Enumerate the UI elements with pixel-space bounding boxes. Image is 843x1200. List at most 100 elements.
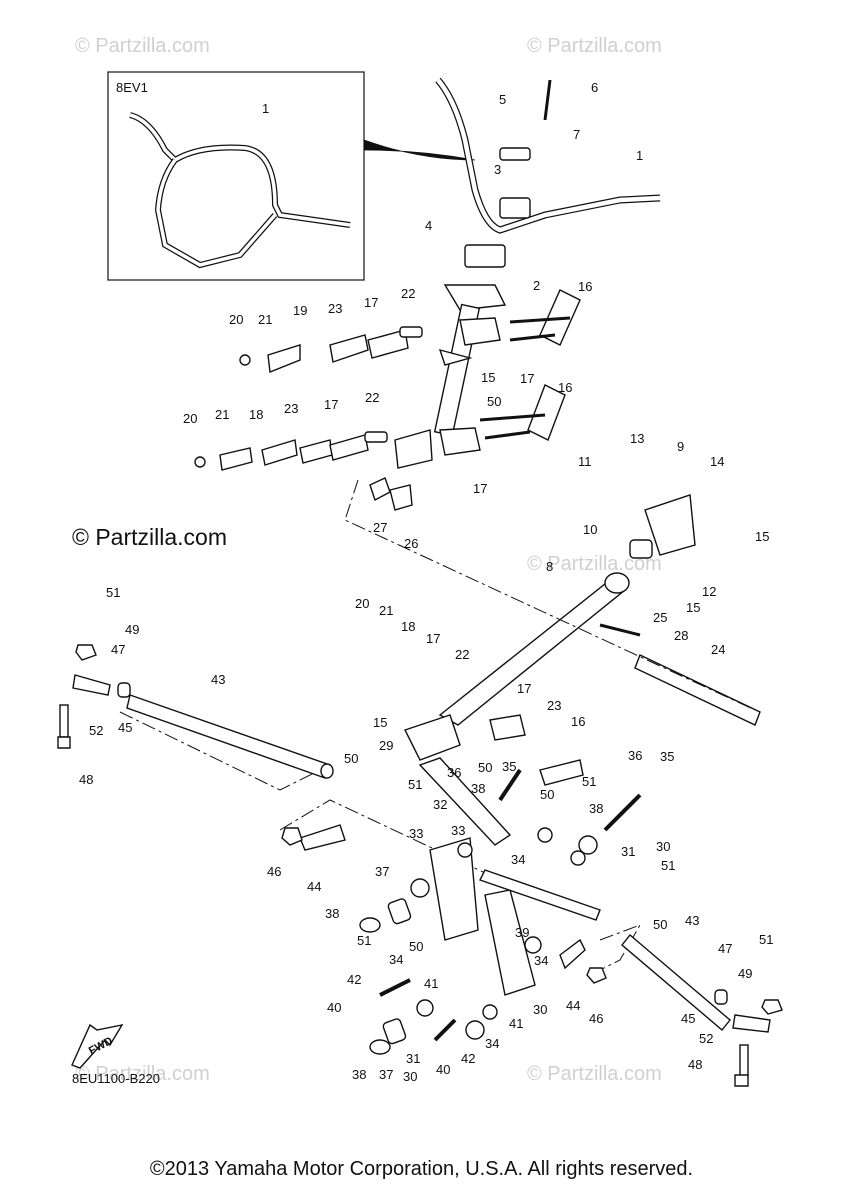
callout-30: 30 <box>656 839 670 854</box>
callout-42: 42 <box>347 972 361 987</box>
callout-34: 34 <box>534 953 548 968</box>
callout-38: 38 <box>325 906 339 921</box>
clamps <box>464 79 552 268</box>
callout-5: 5 <box>499 92 506 107</box>
callout-50: 50 <box>344 751 358 766</box>
callout-41: 41 <box>424 976 438 991</box>
watermark-text: © Partzilla.com <box>527 1063 662 1085</box>
callout-23: 23 <box>284 401 298 416</box>
callout-18: 18 <box>249 407 263 422</box>
callout-34: 34 <box>389 952 403 967</box>
callout-23: 23 <box>328 301 342 316</box>
inset-label: 8EV1 <box>116 80 148 95</box>
callout-33: 33 <box>409 826 423 841</box>
callout-44: 44 <box>307 879 321 894</box>
watermark-text: © Partzilla.com <box>527 553 662 575</box>
callout-18: 18 <box>401 619 415 634</box>
callout-14: 14 <box>710 454 724 469</box>
callout-48: 48 <box>688 1057 702 1072</box>
callout-47: 47 <box>111 642 125 657</box>
callout-47: 47 <box>718 941 732 956</box>
callout-17: 17 <box>473 481 487 496</box>
watermark-text: © Partzilla.com <box>527 35 662 57</box>
main-shaft <box>438 494 761 726</box>
callout-17: 17 <box>520 371 534 386</box>
watermark-text: © Partzilla.com <box>75 35 210 57</box>
callout-4: 4 <box>425 218 432 233</box>
callout-10: 10 <box>583 522 597 537</box>
callout-31: 31 <box>621 844 635 859</box>
callout-28: 28 <box>674 628 688 643</box>
callout-15: 15 <box>686 600 700 615</box>
callout-34: 34 <box>511 852 525 867</box>
callout-30: 30 <box>403 1069 417 1084</box>
callout-50: 50 <box>487 394 501 409</box>
callout-52: 52 <box>699 1031 713 1046</box>
callout-17: 17 <box>364 295 378 310</box>
callout-50: 50 <box>409 939 423 954</box>
callout-8: 8 <box>546 559 553 574</box>
callout-22: 22 <box>455 647 469 662</box>
callout-50: 50 <box>540 787 554 802</box>
callout-16: 16 <box>571 714 585 729</box>
left-tie-rod <box>57 644 334 779</box>
callout-50: 50 <box>653 917 667 932</box>
callout-51: 51 <box>106 585 120 600</box>
copyright-text: ©2013 Yamaha Motor Corporation, U.S.A. A… <box>149 1158 694 1180</box>
callout-50: 50 <box>478 760 492 775</box>
callout-16: 16 <box>558 380 572 395</box>
callout-22: 22 <box>401 286 415 301</box>
callout-49: 49 <box>738 966 752 981</box>
callout-13: 13 <box>630 431 644 446</box>
callout-49: 49 <box>125 622 139 637</box>
callout-51: 51 <box>661 858 675 873</box>
handlebar <box>435 77 661 234</box>
callout-15: 15 <box>373 715 387 730</box>
callout-29: 29 <box>379 738 393 753</box>
callout-2: 2 <box>533 278 540 293</box>
callout-24: 24 <box>711 642 725 657</box>
callout-38: 38 <box>352 1067 366 1082</box>
callout-37: 37 <box>379 1067 393 1082</box>
callout-21: 21 <box>379 603 393 618</box>
callout-46: 46 <box>267 864 281 879</box>
callout-21: 21 <box>258 312 272 327</box>
callout-38: 38 <box>589 801 603 816</box>
callout-20: 20 <box>229 312 243 327</box>
callout-23: 23 <box>547 698 561 713</box>
callout-40: 40 <box>327 1000 341 1015</box>
callout-21: 21 <box>215 407 229 422</box>
callout-25: 25 <box>653 610 667 625</box>
callout-33: 33 <box>451 823 465 838</box>
callout-51: 51 <box>759 932 773 947</box>
callout-7: 7 <box>573 127 580 142</box>
callout-6: 6 <box>591 80 598 95</box>
callout-15: 15 <box>481 370 495 385</box>
callout-52: 52 <box>89 723 103 738</box>
watermark-text: © Partzilla.com <box>75 1063 210 1085</box>
callout-51: 51 <box>357 933 371 948</box>
callout-36: 36 <box>447 765 461 780</box>
callout-45: 45 <box>681 1011 695 1026</box>
callout-17: 17 <box>517 681 531 696</box>
callout-36: 36 <box>628 748 642 763</box>
callout-3: 3 <box>494 162 501 177</box>
callout-45: 45 <box>118 720 132 735</box>
callout-22: 22 <box>365 390 379 405</box>
callout-11: 11 <box>578 454 592 469</box>
callout-16: 16 <box>578 279 592 294</box>
callout-19: 19 <box>293 303 307 318</box>
callout-9: 9 <box>677 439 684 454</box>
callout-43: 43 <box>211 672 225 687</box>
upper-linkages <box>194 289 581 511</box>
callout-20: 20 <box>355 596 369 611</box>
callout-41: 41 <box>509 1016 523 1031</box>
callout-46: 46 <box>589 1011 603 1026</box>
callout-1: 1 <box>636 148 643 163</box>
callout-39: 39 <box>515 925 529 940</box>
callout-20: 20 <box>183 411 197 426</box>
callout-15: 15 <box>755 529 769 544</box>
callout-44: 44 <box>566 998 580 1013</box>
callout-17: 17 <box>324 397 338 412</box>
right-tie-rod <box>621 933 783 1087</box>
